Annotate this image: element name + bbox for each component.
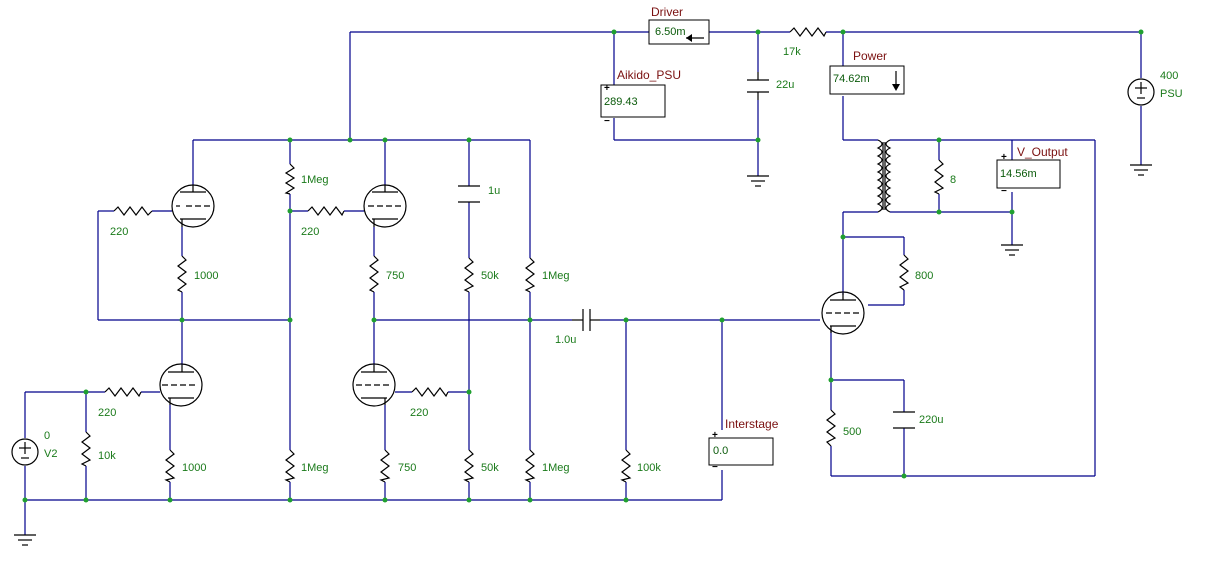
ground-symbol: [1130, 164, 1152, 176]
meter-power-name: Power: [853, 49, 887, 63]
meter-driver-name: Driver: [651, 5, 683, 19]
ground-symbol: [747, 175, 769, 187]
triode-lower-left: [159, 363, 203, 407]
label-r-800: 800: [915, 270, 933, 282]
svg-text:+: +: [712, 430, 718, 441]
junction-nodes: [22, 29, 1144, 503]
resistor-220-top-left: [113, 206, 153, 216]
svg-text:−: −: [1001, 186, 1007, 197]
meter-driver: [648, 19, 710, 45]
label-r-750-upper: 750: [386, 270, 404, 282]
label-r-1meg-right-upper: 1Meg: [542, 270, 570, 282]
capacitor-220u: [893, 411, 915, 429]
label-r-17k: 17k: [783, 46, 801, 58]
meter-interstage-name: Interstage: [725, 417, 779, 431]
resistor-1meg-right-lower: [524, 449, 536, 483]
label-r-1meg-top: 1Meg: [301, 174, 329, 186]
svg-text:+: +: [1001, 152, 1007, 163]
label-r-220-top-left: 220: [110, 226, 128, 238]
capacitor-1u-upper: [458, 185, 480, 203]
label-r-100k: 100k: [637, 462, 661, 474]
ground-symbol: [14, 534, 36, 546]
svg-text:−: −: [712, 462, 718, 473]
resistor-800: [898, 254, 910, 291]
resistors: [80, 27, 945, 483]
resistor-10k: [80, 431, 92, 467]
label-psu-value: 400: [1160, 70, 1178, 82]
meter-labels: Driver 6.50m Aikido_PSU 289.43 Power 74.…: [604, 5, 1068, 457]
resistor-1meg-right-upper: [524, 257, 536, 293]
meter-v-output-value: 14.56m: [1000, 168, 1037, 180]
triode-upper-left: [171, 184, 215, 228]
label-r-50k-lower: 50k: [481, 462, 499, 474]
capacitors: [458, 72, 915, 429]
label-r-220-lower-left: 220: [98, 407, 116, 419]
label-r-220-mid-upper: 220: [301, 226, 319, 238]
triode-lower-middle: [352, 363, 396, 407]
resistor-750-lower: [379, 449, 391, 483]
label-r-500: 500: [843, 426, 861, 438]
svg-text:−: −: [604, 116, 610, 127]
meter-v-output-name: V_Output: [1017, 145, 1068, 159]
resistor-50k-upper: [463, 257, 475, 293]
ground-symbol: [1001, 244, 1023, 256]
label-r-1000-upper: 1000: [194, 270, 218, 282]
label-v2-name: V2: [44, 448, 57, 460]
label-c-1u-upper: 1u: [488, 185, 500, 197]
wires: [24, 31, 1142, 535]
resistor-220-lower-left: [104, 387, 142, 398]
voltage-source-psu: [1127, 78, 1155, 106]
tubes: [159, 184, 865, 407]
meter-driver-value: 6.50m: [655, 26, 686, 38]
meter-aikido-psu: [600, 84, 666, 118]
resistor-220-mid-lower: [411, 387, 449, 398]
triode-output: [821, 291, 865, 335]
resistor-17k: [789, 27, 827, 38]
label-r-1000-lower: 1000: [182, 462, 206, 474]
resistor-500: [825, 409, 837, 447]
output-transformer: [876, 139, 892, 213]
meter-power-value: 74.62m: [833, 73, 870, 85]
label-r-750-lower: 750: [398, 462, 416, 474]
label-c-22u: 22u: [776, 79, 794, 91]
label-c-1-0u: 1.0u: [555, 334, 576, 346]
svg-text:+: +: [604, 83, 610, 94]
resistor-100k: [620, 449, 632, 483]
label-psu-name: PSU: [1160, 88, 1183, 100]
label-r-8: 8: [950, 174, 956, 186]
grounds: [14, 164, 1152, 546]
label-r-50k-upper: 50k: [481, 270, 499, 282]
meter-power: [829, 65, 905, 95]
resistor-1000-upper: [176, 255, 187, 293]
resistor-750-upper: [368, 255, 379, 293]
resistor-1meg-bottom: [284, 449, 296, 483]
label-c-220u: 220u: [919, 414, 943, 426]
label-r-1meg-bottom: 1Meg: [301, 462, 329, 474]
label-r-10k: 10k: [98, 450, 116, 462]
voltage-source-v2: [11, 438, 39, 466]
meter-interstage-value: 0.0: [713, 445, 728, 457]
meter-interstage: [708, 437, 774, 466]
component-labels: 220 1000 1Meg 220 750 1u 50k 1Meg 1.0u 2…: [44, 46, 1183, 474]
meter-v-output: [996, 159, 1061, 189]
resistor-220-mid-upper: [307, 206, 345, 217]
label-r-220-mid-lower: 220: [410, 407, 428, 419]
meter-aikido-psu-name: Aikido_PSU: [617, 68, 681, 82]
resistor-1meg-top: [284, 163, 296, 195]
capacitor-1-0u: [572, 309, 600, 331]
meter-aikido-psu-value: 289.43: [604, 96, 638, 108]
capacitor-22u: [747, 72, 769, 100]
label-v2-value: 0: [44, 430, 50, 442]
resistor-1000-lower: [164, 449, 176, 483]
polarity-marks: + − + − + −: [604, 83, 1007, 473]
resistor-50k-lower: [463, 449, 475, 483]
triode-upper-middle: [363, 184, 407, 228]
label-r-1meg-right-lower: 1Meg: [542, 462, 570, 474]
resistor-8: [933, 159, 945, 195]
